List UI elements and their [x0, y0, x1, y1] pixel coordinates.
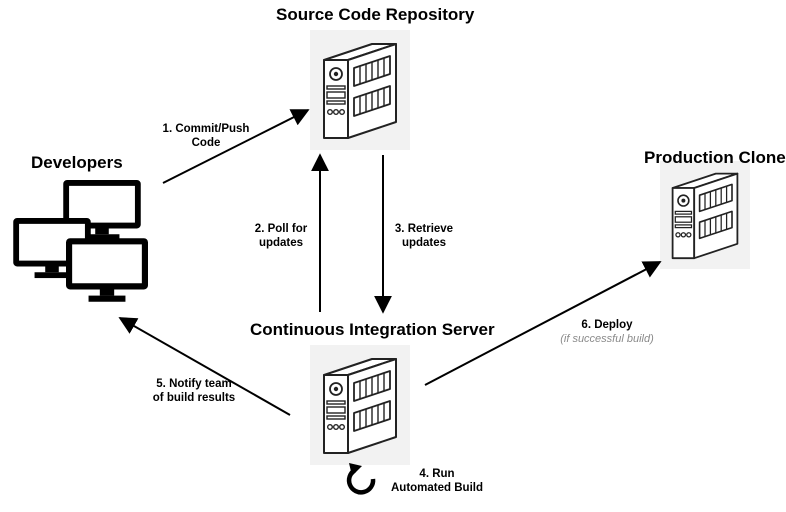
step-notify-line2: of build results: [152, 392, 236, 404]
step-deploy-label: 6. Deploy (if successful build): [545, 318, 669, 346]
arrow-notify: [118, 317, 291, 416]
step-commit-line2: Code: [191, 137, 221, 149]
step-poll-line2: updates: [258, 237, 304, 249]
step-run-label: 4. Run Automated Build: [378, 467, 496, 495]
step-retrieve-line1: 3. Retrieve: [394, 223, 454, 235]
step-poll-line1: 2. Poll for: [254, 223, 308, 235]
repository-title: Source Code Repository: [276, 5, 475, 24]
repository-server-icon: [310, 30, 410, 150]
arrow-commit: [162, 109, 310, 184]
developers-title: Developers: [31, 153, 123, 172]
step-retrieve-label: 3. Retrieve updates: [388, 222, 460, 250]
production-title: Production Clone: [644, 148, 786, 167]
step-commit-label: 1. Commit/Push Code: [158, 122, 254, 150]
developer-monitor-icon: [69, 241, 145, 301]
step-notify-line1: 5. Notify team: [156, 378, 232, 390]
step-poll-label: 2. Poll for updates: [246, 222, 316, 250]
ci-server-icon: [310, 345, 410, 465]
step-run-line1: 4. Run: [419, 468, 455, 480]
step-run-line2: Automated Build: [391, 482, 483, 494]
ci-server-title: Continuous Integration Server: [250, 320, 495, 339]
step-deploy-line1: 6. Deploy: [581, 319, 633, 331]
step-notify-label: 5. Notify team of build results: [142, 377, 246, 405]
step-commit-line1: 1. Commit/Push: [162, 123, 250, 135]
step-retrieve-line2: updates: [401, 237, 447, 249]
refresh-cycle-icon: [346, 463, 376, 495]
step-deploy-note: (if successful build): [560, 333, 654, 345]
production-server-icon: [660, 160, 750, 270]
arrow-deploy: [424, 261, 662, 386]
